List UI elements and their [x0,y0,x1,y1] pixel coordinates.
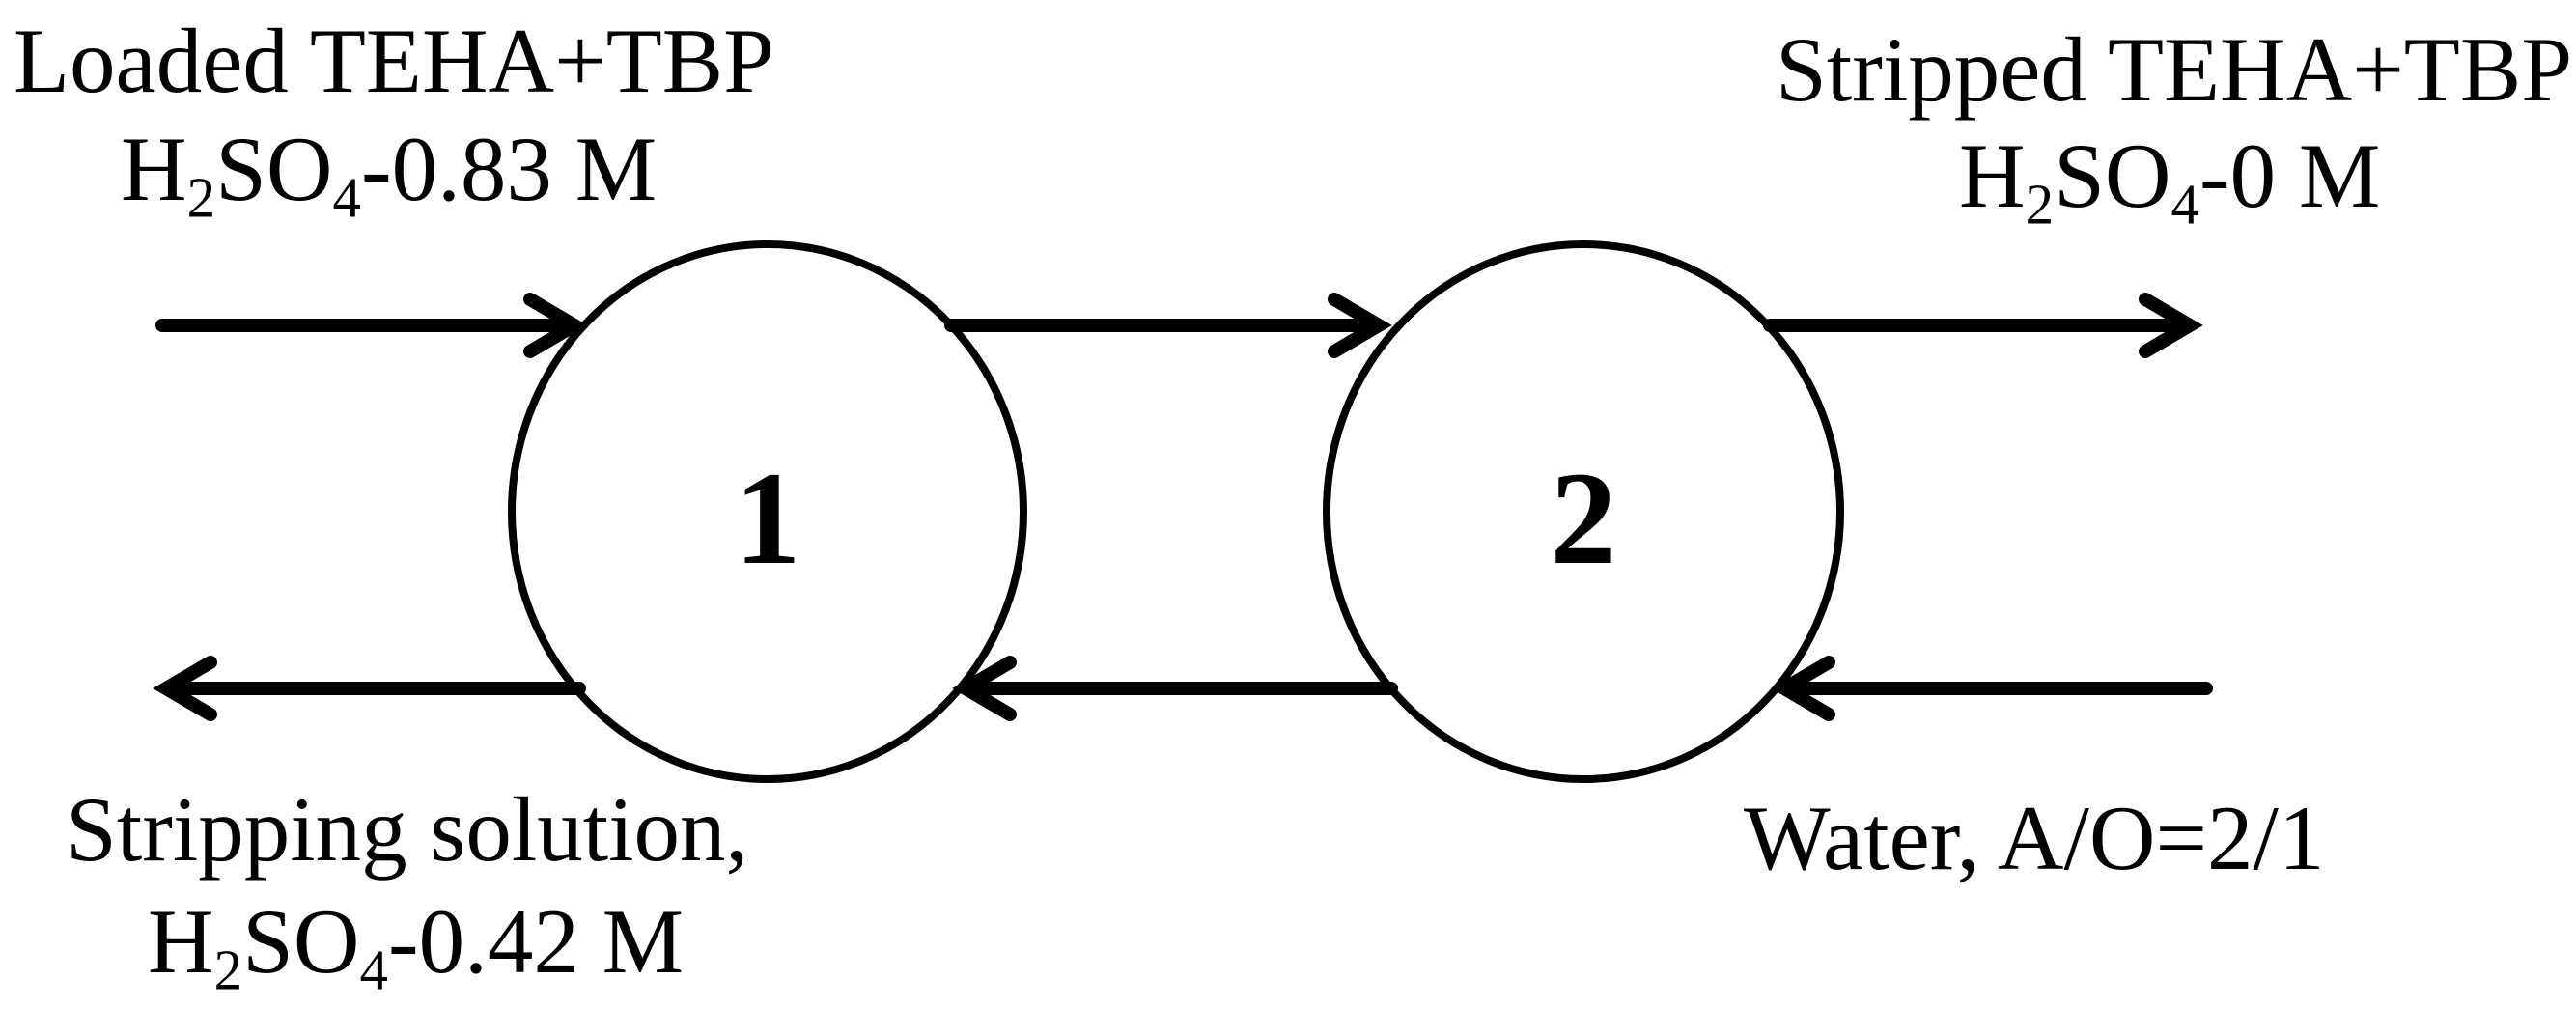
aqueous-interstage-arrow [952,656,1398,721]
formula-so: SO [242,890,360,993]
formula-so: SO [2054,125,2171,227]
organic-outlet-arrow [1763,293,2203,358]
organic-interstage-arrow [944,293,1392,358]
formula-concentration: -0.42 M [387,890,685,993]
formula-sub-2: 2 [186,166,216,230]
stage-1-label: 1 [734,444,801,592]
stripped-solvent-formula: H2SO4-0 M [1959,126,2380,236]
loaded-solvent-formula: H2SO4-0.83 M [121,120,657,229]
formula-h: H [121,118,187,220]
formula-sub-4: 4 [359,938,388,1002]
stage-2-circle [1323,240,1844,783]
water-feed-name: Water, A/O=2/1 [1744,787,2325,889]
loaded-solvent-name: Loaded TEHA+TBP [14,10,774,112]
aqueous-inlet-arrow [1771,656,2213,721]
formula-concentration: -0.83 M [360,118,658,220]
formula-so: SO [215,118,333,220]
formula-concentration: -0 M [2198,125,2381,227]
formula-sub-2: 2 [213,938,243,1002]
organic-feed-arrow [155,293,588,358]
formula-h: H [148,890,214,993]
stage-2-label: 2 [1550,444,1617,592]
stage-1-circle [508,240,1027,783]
formula-sub-4: 4 [2170,173,2199,237]
aqueous-outlet-arrow [153,656,586,721]
formula-sub-2: 2 [2025,173,2055,237]
stripping-solution-formula: H2SO4-0.42 M [148,892,684,1001]
stripping-solution-name: Stripping solution, [66,778,749,881]
stripped-solvent-name: Stripped TEHA+TBP [1776,18,2573,121]
formula-h: H [1959,125,2026,227]
formula-sub-4: 4 [332,166,361,230]
